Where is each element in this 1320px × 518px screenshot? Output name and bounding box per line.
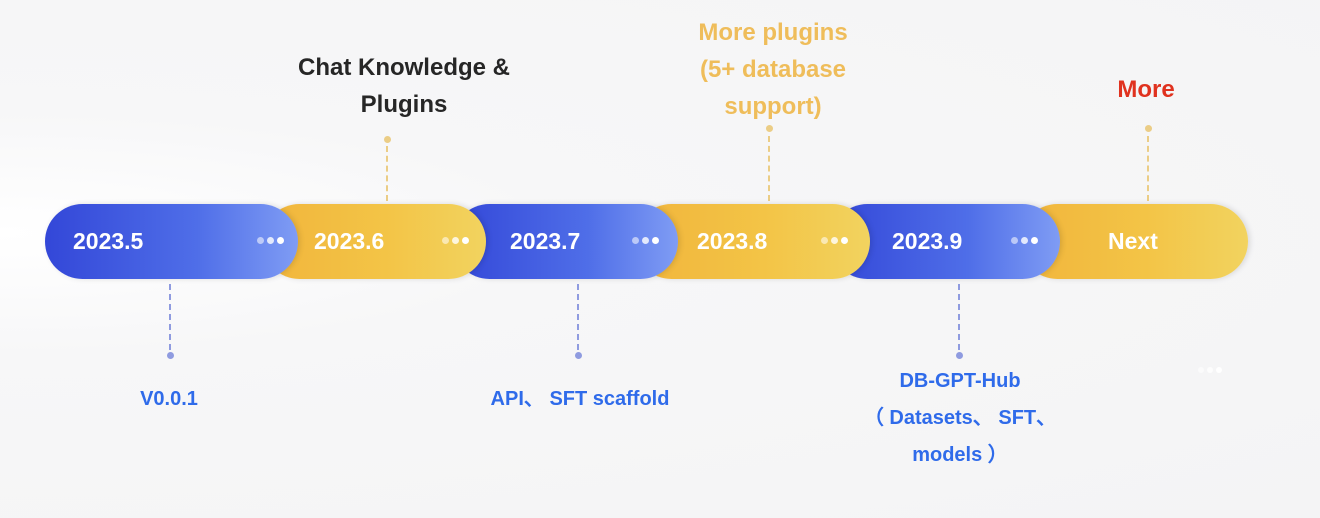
- caption-line: （ Datasets、 SFT、: [863, 407, 1057, 429]
- caption-line: Chat Knowledge &: [297, 54, 510, 81]
- milestone-pill-2023-7: 2023.7: [452, 204, 678, 279]
- caption-line: More: [1117, 76, 1175, 103]
- connector-line: [169, 284, 171, 350]
- connector-dot: [384, 136, 391, 143]
- milestone-date: 2023.6: [314, 228, 385, 254]
- milestone-date: 2023.5: [73, 228, 144, 254]
- connector-line: [386, 146, 388, 201]
- milestone-pill-2023-5: 2023.5: [45, 204, 298, 279]
- milestone-date: 2023.9: [892, 228, 963, 254]
- milestone-pill-2023-6: 2023.6: [262, 204, 486, 279]
- ellipsis-icon: [632, 237, 659, 244]
- decorative-dots-icon: [1198, 367, 1222, 373]
- ellipsis-icon: [257, 237, 284, 244]
- caption-line: support): [724, 93, 822, 120]
- milestone-caption-2023-8: More plugins (5+ database support): [623, 14, 923, 125]
- connector-dot: [575, 352, 582, 359]
- milestone-date: 2023.8: [697, 228, 768, 254]
- connector-dot: [766, 125, 773, 132]
- connector-line: [577, 284, 579, 350]
- connector-line: [958, 284, 960, 350]
- caption-line: V0.0.1: [140, 388, 198, 410]
- milestone-caption-2023-5: V0.0.1: [69, 381, 269, 418]
- ellipsis-icon: [1011, 237, 1038, 244]
- ellipsis-icon: [442, 237, 469, 244]
- connector-line: [768, 136, 770, 201]
- caption-line: More plugins: [698, 19, 848, 46]
- milestone-caption-2023-6: Chat Knowledge & Plugins: [254, 49, 554, 123]
- milestone-caption-2023-9: DB-GPT-Hub （ Datasets、 SFT、 models ）: [810, 363, 1110, 474]
- milestone-date: Next: [1108, 228, 1158, 254]
- caption-line: models ）: [912, 444, 1008, 466]
- milestone-date: 2023.7: [510, 228, 581, 254]
- caption-line: DB-GPT-Hub: [899, 370, 1021, 392]
- connector-dot: [1145, 125, 1152, 132]
- caption-line: API、 SFT scaffold: [490, 388, 670, 410]
- caption-line: Plugins: [360, 91, 448, 118]
- connector-dot: [167, 352, 174, 359]
- ellipsis-icon: [821, 237, 848, 244]
- milestone-caption-next: More: [1046, 71, 1246, 108]
- connector-dot: [956, 352, 963, 359]
- caption-line: (5+ database: [699, 56, 847, 83]
- milestone-caption-2023-7: API、 SFT scaffold: [430, 381, 730, 418]
- connector-line: [1147, 136, 1149, 201]
